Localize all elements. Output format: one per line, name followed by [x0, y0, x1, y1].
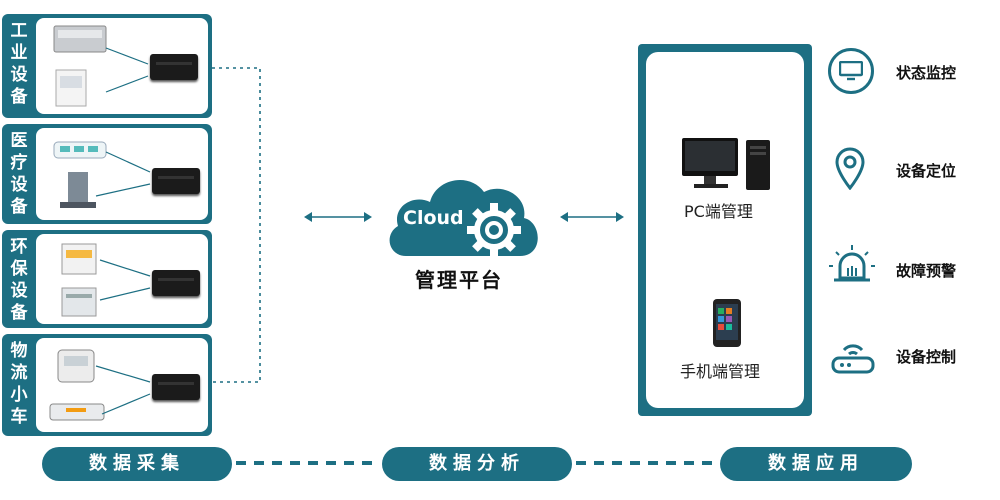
connector-lines: [95, 365, 151, 415]
feature-label: 状态监控: [896, 64, 957, 82]
location-pin-icon: [835, 147, 865, 190]
pipeline-step-apply: 数据应用: [720, 447, 912, 481]
double-arrow-right: [560, 212, 624, 222]
cloud-icon: [389, 179, 538, 257]
gateway-device: [152, 168, 200, 194]
group-content: [36, 234, 208, 324]
cloud-label: Cloud: [403, 207, 464, 229]
medical-device-icon: [53, 141, 107, 208]
router-icon: [831, 344, 875, 374]
application-panel: PC端管理 手机端管理: [638, 44, 812, 416]
device-group-medical: 医疗设备: [2, 124, 212, 224]
feature-label: 设备定位: [896, 162, 957, 180]
feature-label: 故障预警: [896, 262, 957, 280]
pipeline-step-collect: 数据采集: [42, 447, 232, 481]
group-label: 环保设备: [10, 237, 28, 323]
mobile-management-label: 手机端管理: [680, 362, 761, 381]
pipeline-step-label: 数据应用: [768, 453, 864, 474]
group-label: 工业设备: [10, 21, 28, 107]
group-label: 物流小车: [10, 341, 28, 427]
environmental-device-icon: [61, 243, 97, 317]
gateway-device: [150, 54, 198, 80]
connector-lines: [99, 259, 151, 301]
group-content: [36, 338, 208, 432]
pipeline-step-label: 数据分析: [429, 453, 525, 474]
group-content: [36, 128, 208, 220]
dotted-bracket: [212, 67, 261, 383]
connector-lines: [95, 151, 151, 197]
feature-label: 设备控制: [896, 348, 957, 366]
platform-label: 管理平台: [415, 268, 503, 292]
device-group-logistics: 物流小车: [2, 334, 212, 436]
pipeline-step-analyze: 数据分析: [382, 447, 572, 481]
pipeline-dashed-connector: [236, 461, 378, 465]
group-label: 医疗设备: [10, 131, 28, 217]
pipeline-step-label: 数据采集: [89, 453, 185, 474]
group-content: [36, 18, 208, 114]
alarm-light-icon: [829, 245, 875, 282]
pipeline-dashed-connector: [576, 461, 716, 465]
desktop-pc-icon: [682, 138, 770, 190]
mobile-phone-icon: [713, 299, 741, 347]
industrial-machine-icon: [53, 25, 107, 107]
connector-lines: [105, 47, 149, 93]
gateway-device: [152, 374, 200, 400]
application-panel-inner: PC端管理 手机端管理: [646, 52, 804, 408]
double-arrow-left: [304, 212, 372, 222]
device-group-environmental: 环保设备: [2, 230, 212, 328]
gateway-device: [152, 270, 200, 296]
feature-status-monitor: [828, 48, 874, 94]
agv-cart-icon: [49, 349, 105, 421]
pc-management-label: PC端管理: [684, 202, 753, 221]
monitor-icon: [839, 61, 863, 81]
device-group-industrial: 工业设备: [2, 14, 212, 118]
